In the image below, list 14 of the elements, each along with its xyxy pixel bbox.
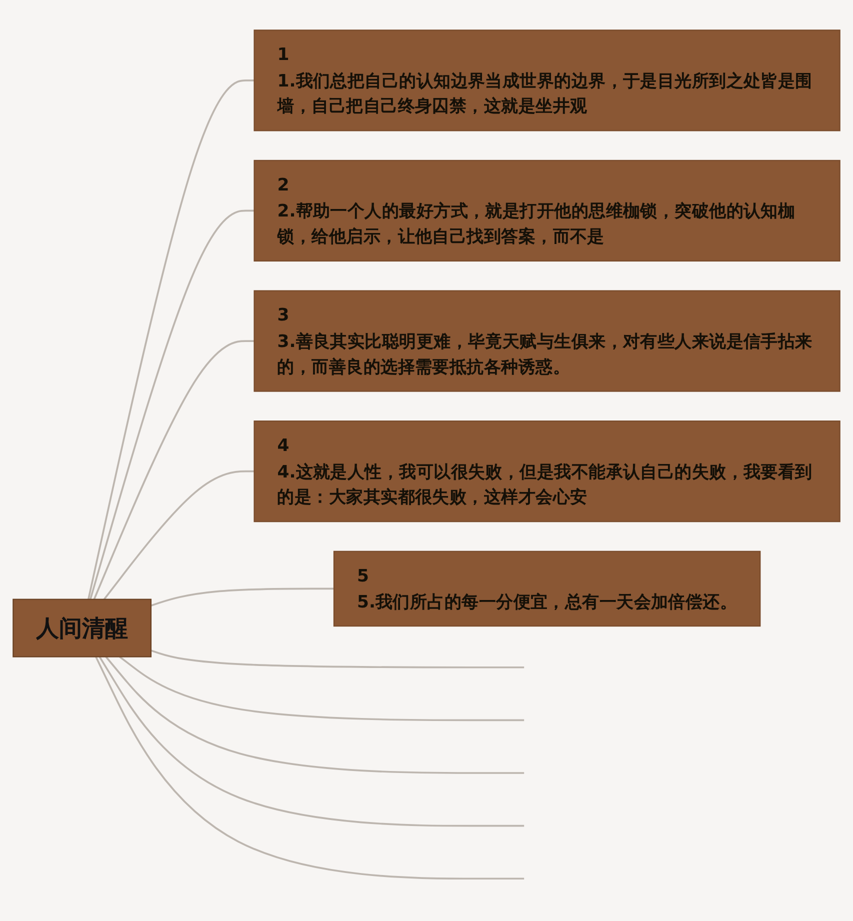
connector xyxy=(150,588,334,607)
connector xyxy=(150,650,524,669)
connector xyxy=(119,656,524,722)
connector xyxy=(98,656,524,828)
connector xyxy=(89,210,254,600)
connector xyxy=(93,340,254,600)
connector xyxy=(95,656,524,880)
node-box: 5 5.我们所占的每一分便宜，总有一天会加倍偿还。 xyxy=(333,551,761,627)
connector xyxy=(88,80,254,600)
connector xyxy=(105,656,524,774)
node-box: 3 3.善良其实比聪明更难，毕竟天赋与生俱来，对有些人来说是信手拈来的，而善良的选择需要抵抗各种诱惑。 xyxy=(254,290,840,392)
node-box: 4 4.这就是人性，我可以很失败，但是我不能承认自己的失败，我要看到的是：大家其实都很失败，这样才会心安 xyxy=(254,420,840,522)
node-box: 人间清醒 xyxy=(12,599,152,658)
connector xyxy=(103,470,254,600)
